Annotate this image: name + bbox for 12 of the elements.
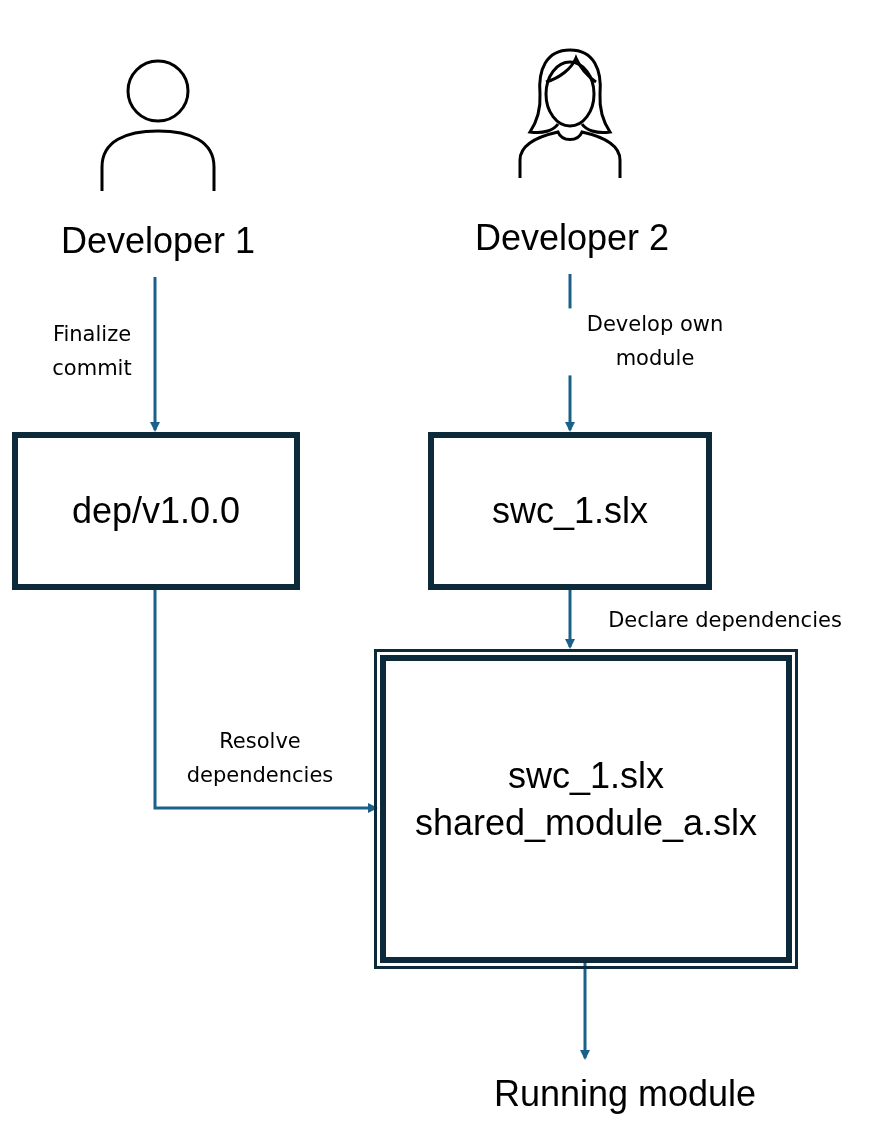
node-text: dep/v1.0.0	[71, 488, 241, 533]
node-text: swc_1.slx	[491, 488, 648, 533]
arrow	[580, 963, 590, 1060]
node-text: shared_module_a.slx	[414, 800, 758, 845]
process-box	[12, 432, 300, 590]
process-box	[428, 432, 712, 590]
arrow	[150, 277, 160, 432]
node-text: Developer 2	[474, 215, 670, 260]
node-text: Running module	[493, 1071, 757, 1116]
arrow	[565, 590, 575, 649]
node-text: Developer 1	[60, 218, 256, 263]
node-text: swc_1.slx	[507, 754, 664, 798]
